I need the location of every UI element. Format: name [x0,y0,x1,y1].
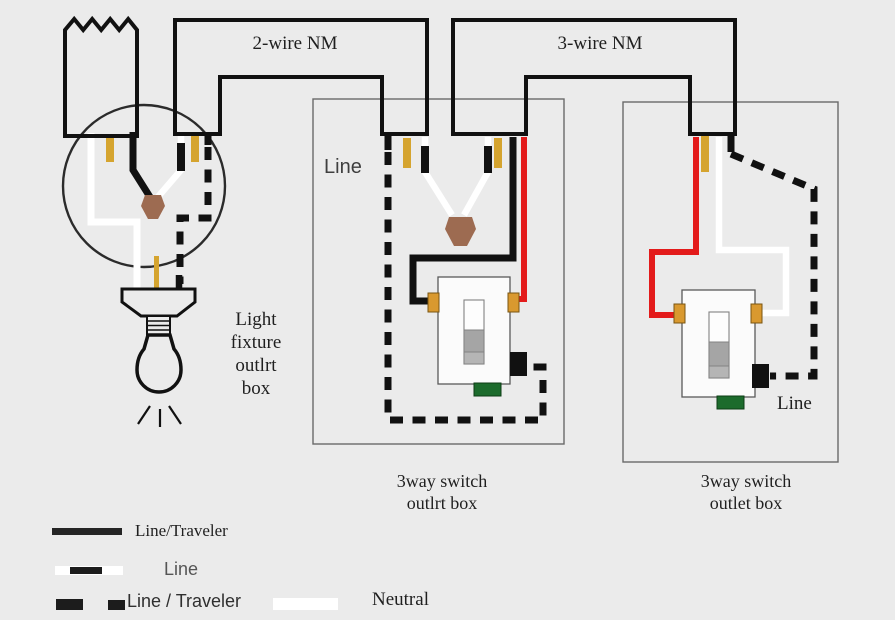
wire-nut-box1 [445,217,476,246]
label-switch-box2: 3way switch outlet box [666,470,826,514]
switch2-ground-screw [716,395,745,410]
black-tape-mark-box1-left [421,146,429,173]
switch1-left-terminal [427,292,440,313]
legend-swatch-dashed-1 [56,599,83,610]
label-line-box2: Line [777,393,812,414]
switch2-left-terminal [673,303,686,324]
wire-nut-fixture-box [141,195,165,219]
label-fixture-line4: box [241,378,271,399]
cable-clamp-fixture-right [191,136,199,162]
cable-clamp-box2 [701,136,709,172]
label-fixture-line1: Light [235,309,277,330]
conduit-2wire-outer [173,18,429,136]
switch1-toggle-mid [463,329,485,353]
conduit-2wire-inner [218,75,384,136]
conduit-3wire-outer [451,18,737,136]
white-wire-box2 [715,137,790,317]
red-traveler-wire-box2 [649,137,699,318]
label-box1-line1: 3way switch [396,471,488,491]
switch1-toggle-low [463,351,485,365]
dashed-wire-fixture-box [176,147,212,284]
white-line-wire-box1-left [421,137,455,217]
switch1-ground-screw [473,382,502,397]
cable-clamp-box1-right [494,138,502,168]
label-box2-line1: 3way switch [700,471,792,491]
label-fixture-line3: outlrt [235,355,277,376]
conduit-3wire-inner [524,75,692,136]
socket-threads [147,320,170,331]
label-light-fixture-box: Light fixture outlrt box [210,308,302,400]
legend-label-line-traveler-dashed: Line / Traveler [127,591,242,611]
neutral-wire-fixture [87,133,141,292]
switch2-right-terminal [750,303,763,324]
dashed-wire-box1 [384,152,547,424]
switch1-common-terminal [510,352,527,376]
legend-swatch-black-mark [70,567,102,574]
switch2-common-terminal [752,364,769,388]
switch1-right-terminal [507,292,520,313]
label-fixture-line2: fixture [230,332,282,353]
ground-wire-fixture [154,256,159,292]
light-fixture-canopy [120,287,197,318]
black-wire-box1 [409,137,517,305]
black-wire-fixture-box [129,132,153,199]
label-3wire-nm: 3-wire NM [557,33,643,54]
legend-label-line-traveler: Line/Traveler [135,521,228,540]
legend-swatch-neutral [273,598,338,610]
cable-clamp-fixture-left [106,136,114,162]
light-bulb [135,333,183,394]
label-box2-line2: outlet box [709,493,783,513]
legend-swatch-line-traveler-solid [52,528,122,535]
switch-box-1-outline [312,98,565,445]
power-source-cable [63,15,139,138]
label-box1-line2: outlrt box [406,493,478,513]
black-tape-mark-box1-right [484,146,492,173]
label-switch-box1: 3way switch outlrt box [362,470,522,514]
label-2wire-nm: 2-wire NM [252,33,338,54]
switch2-toggle-mid [708,341,730,367]
label-line-box1: Line [324,156,362,178]
black-tape-mark-fixture-box [177,143,185,171]
legend-label-neutral: Neutral [372,589,429,610]
light-fixture-outlet-box-circle [61,103,227,269]
legend-swatch-line-marked-white [55,566,123,575]
switch-box-2-outline [622,101,839,463]
legend-label-line: Line [164,559,199,579]
light-rays [137,405,182,427]
dashed-wire-box2 [729,150,818,380]
legend-swatch-dashed-2 [108,600,125,610]
cable-clamp-box1-left [403,138,411,168]
switch2-toggle-low [708,365,730,379]
